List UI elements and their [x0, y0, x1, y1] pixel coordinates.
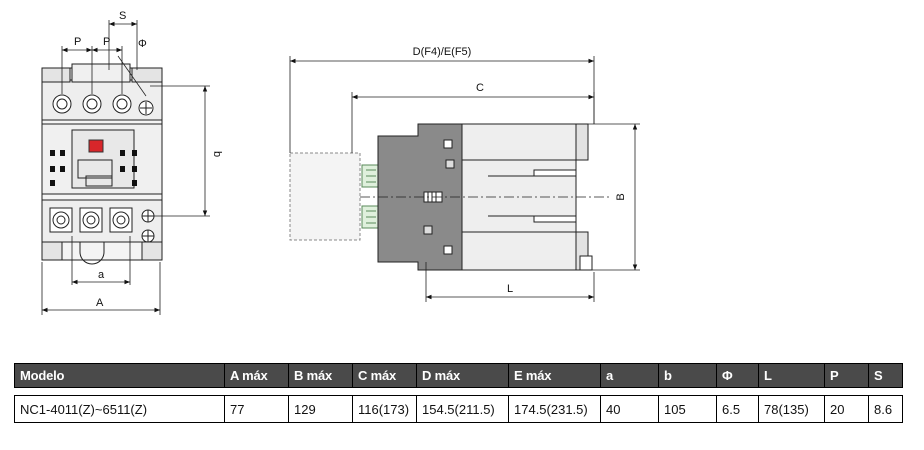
- header-cell: a: [600, 363, 659, 388]
- dim-label-a: a: [98, 269, 105, 281]
- table-cell: 154.5(211.5): [416, 395, 509, 423]
- table-cell: 40: [600, 395, 659, 423]
- header-cell: L: [758, 363, 825, 388]
- header-cell: Φ: [716, 363, 759, 388]
- table-cell: 129: [288, 395, 353, 423]
- dim-label-S: S: [119, 10, 126, 22]
- table-cell: 105: [658, 395, 717, 423]
- dim-label-C: C: [476, 82, 484, 94]
- accessory-outline: [289, 152, 361, 241]
- bottom-terminal-screws: [49, 207, 155, 243]
- table-row: NC1-4011(Z)~6511(Z) 77 129 116(173) 154.…: [14, 395, 903, 423]
- header-cell: S: [868, 363, 903, 388]
- table-cell: 116(173): [352, 395, 417, 423]
- dim-label-DE: D(F4)/E(F5): [413, 46, 472, 58]
- dim-label-P2: P: [103, 36, 110, 48]
- table-cell: NC1-4011(Z)~6511(Z): [14, 395, 225, 423]
- header-cell: C máx: [352, 363, 417, 388]
- table-cell: 174.5(231.5): [508, 395, 601, 423]
- technical-drawing: P P S Φ b a A: [41, 10, 640, 315]
- spec-header-row: Modelo A máx B máx C máx D máx E máx a b…: [14, 363, 903, 388]
- top-terminal-screws: [52, 94, 154, 116]
- table-cell: 77: [224, 395, 289, 423]
- header-cell: Modelo: [14, 363, 225, 388]
- side-dimensions: [289, 56, 640, 302]
- header-cell: B máx: [288, 363, 353, 388]
- dim-label-A: A: [96, 297, 104, 309]
- dim-label-B: B: [615, 193, 627, 200]
- table-cell: 78(135): [758, 395, 825, 423]
- front-dimensions: [41, 20, 210, 315]
- dim-label-phi: Φ: [138, 38, 147, 50]
- header-cell: P: [824, 363, 869, 388]
- side-view: [289, 123, 612, 271]
- table-cell: 20: [824, 395, 869, 423]
- header-cell: E máx: [508, 363, 601, 388]
- dim-label-b: b: [211, 151, 223, 157]
- header-cell: D máx: [416, 363, 509, 388]
- table-cell: 8.6: [868, 395, 903, 423]
- spec-table: Modelo A máx B máx C máx D máx E máx a b…: [14, 363, 903, 423]
- front-view: [41, 63, 163, 265]
- header-cell: A máx: [224, 363, 289, 388]
- indicator-window: [88, 139, 104, 153]
- dim-label-P1: P: [74, 36, 81, 48]
- header-cell: b: [658, 363, 717, 388]
- dim-label-L: L: [507, 283, 513, 295]
- table-cell: 6.5: [716, 395, 759, 423]
- spacer-row: [14, 387, 903, 396]
